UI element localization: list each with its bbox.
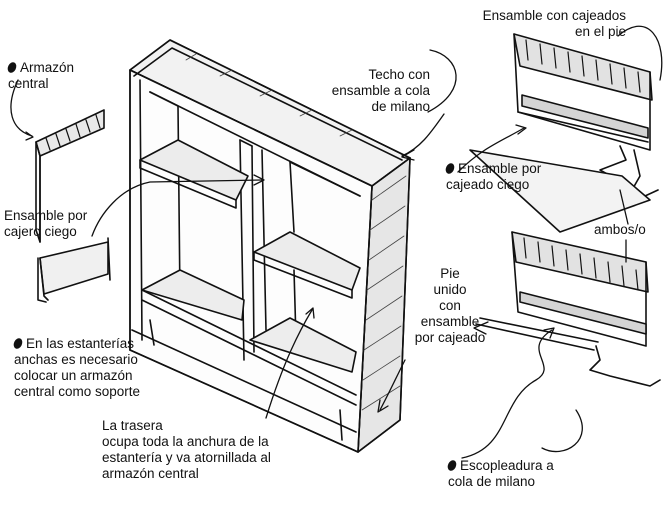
label-escopleadura: Escopleadura a cola de milano: [446, 458, 554, 490]
ensamble-cajeado-ciego-text: Ensamble por cajeado ciego: [446, 161, 542, 192]
label-ambos: ambos/o: [594, 222, 646, 237]
label-pie-unido: Pie unido con ensamble por cajeado: [414, 266, 486, 345]
label-ensamble-cajeado-ciego: Ensamble por cajeado ciego: [444, 161, 542, 193]
label-estanterias-anchas: En las estanterías anchas es necesario c…: [12, 336, 141, 400]
bullet-icon: [12, 336, 24, 351]
label-ensamble-cajero-ciego: Ensamble por cajero ciego: [4, 208, 88, 239]
label-armazon-central: Armazón central: [6, 60, 75, 92]
label-techo: Techo con ensamble a cola de milano: [331, 67, 430, 114]
escopleadura-text: Escopleadura a cola de milano: [448, 458, 554, 489]
bottom-joint-detail: [475, 231, 661, 387]
bullet-icon: [6, 60, 18, 75]
bullet-icon: [444, 161, 456, 176]
leader-arrows: [10, 25, 663, 459]
bookcase: [129, 39, 411, 453]
bullet-icon: [446, 458, 458, 473]
label-ensamble-cajeados-pie: Ensamble con cajeados en el pie: [482, 8, 626, 39]
central-frame-detail: [35, 109, 111, 303]
estanterias-anchas-text: En las estanterías anchas es necesario c…: [14, 336, 141, 399]
armazon-central-text: Armazón central: [8, 60, 75, 91]
top-joint-detail: [469, 33, 659, 233]
label-trasera: La trasera ocupa toda la anchura de la e…: [102, 418, 271, 481]
